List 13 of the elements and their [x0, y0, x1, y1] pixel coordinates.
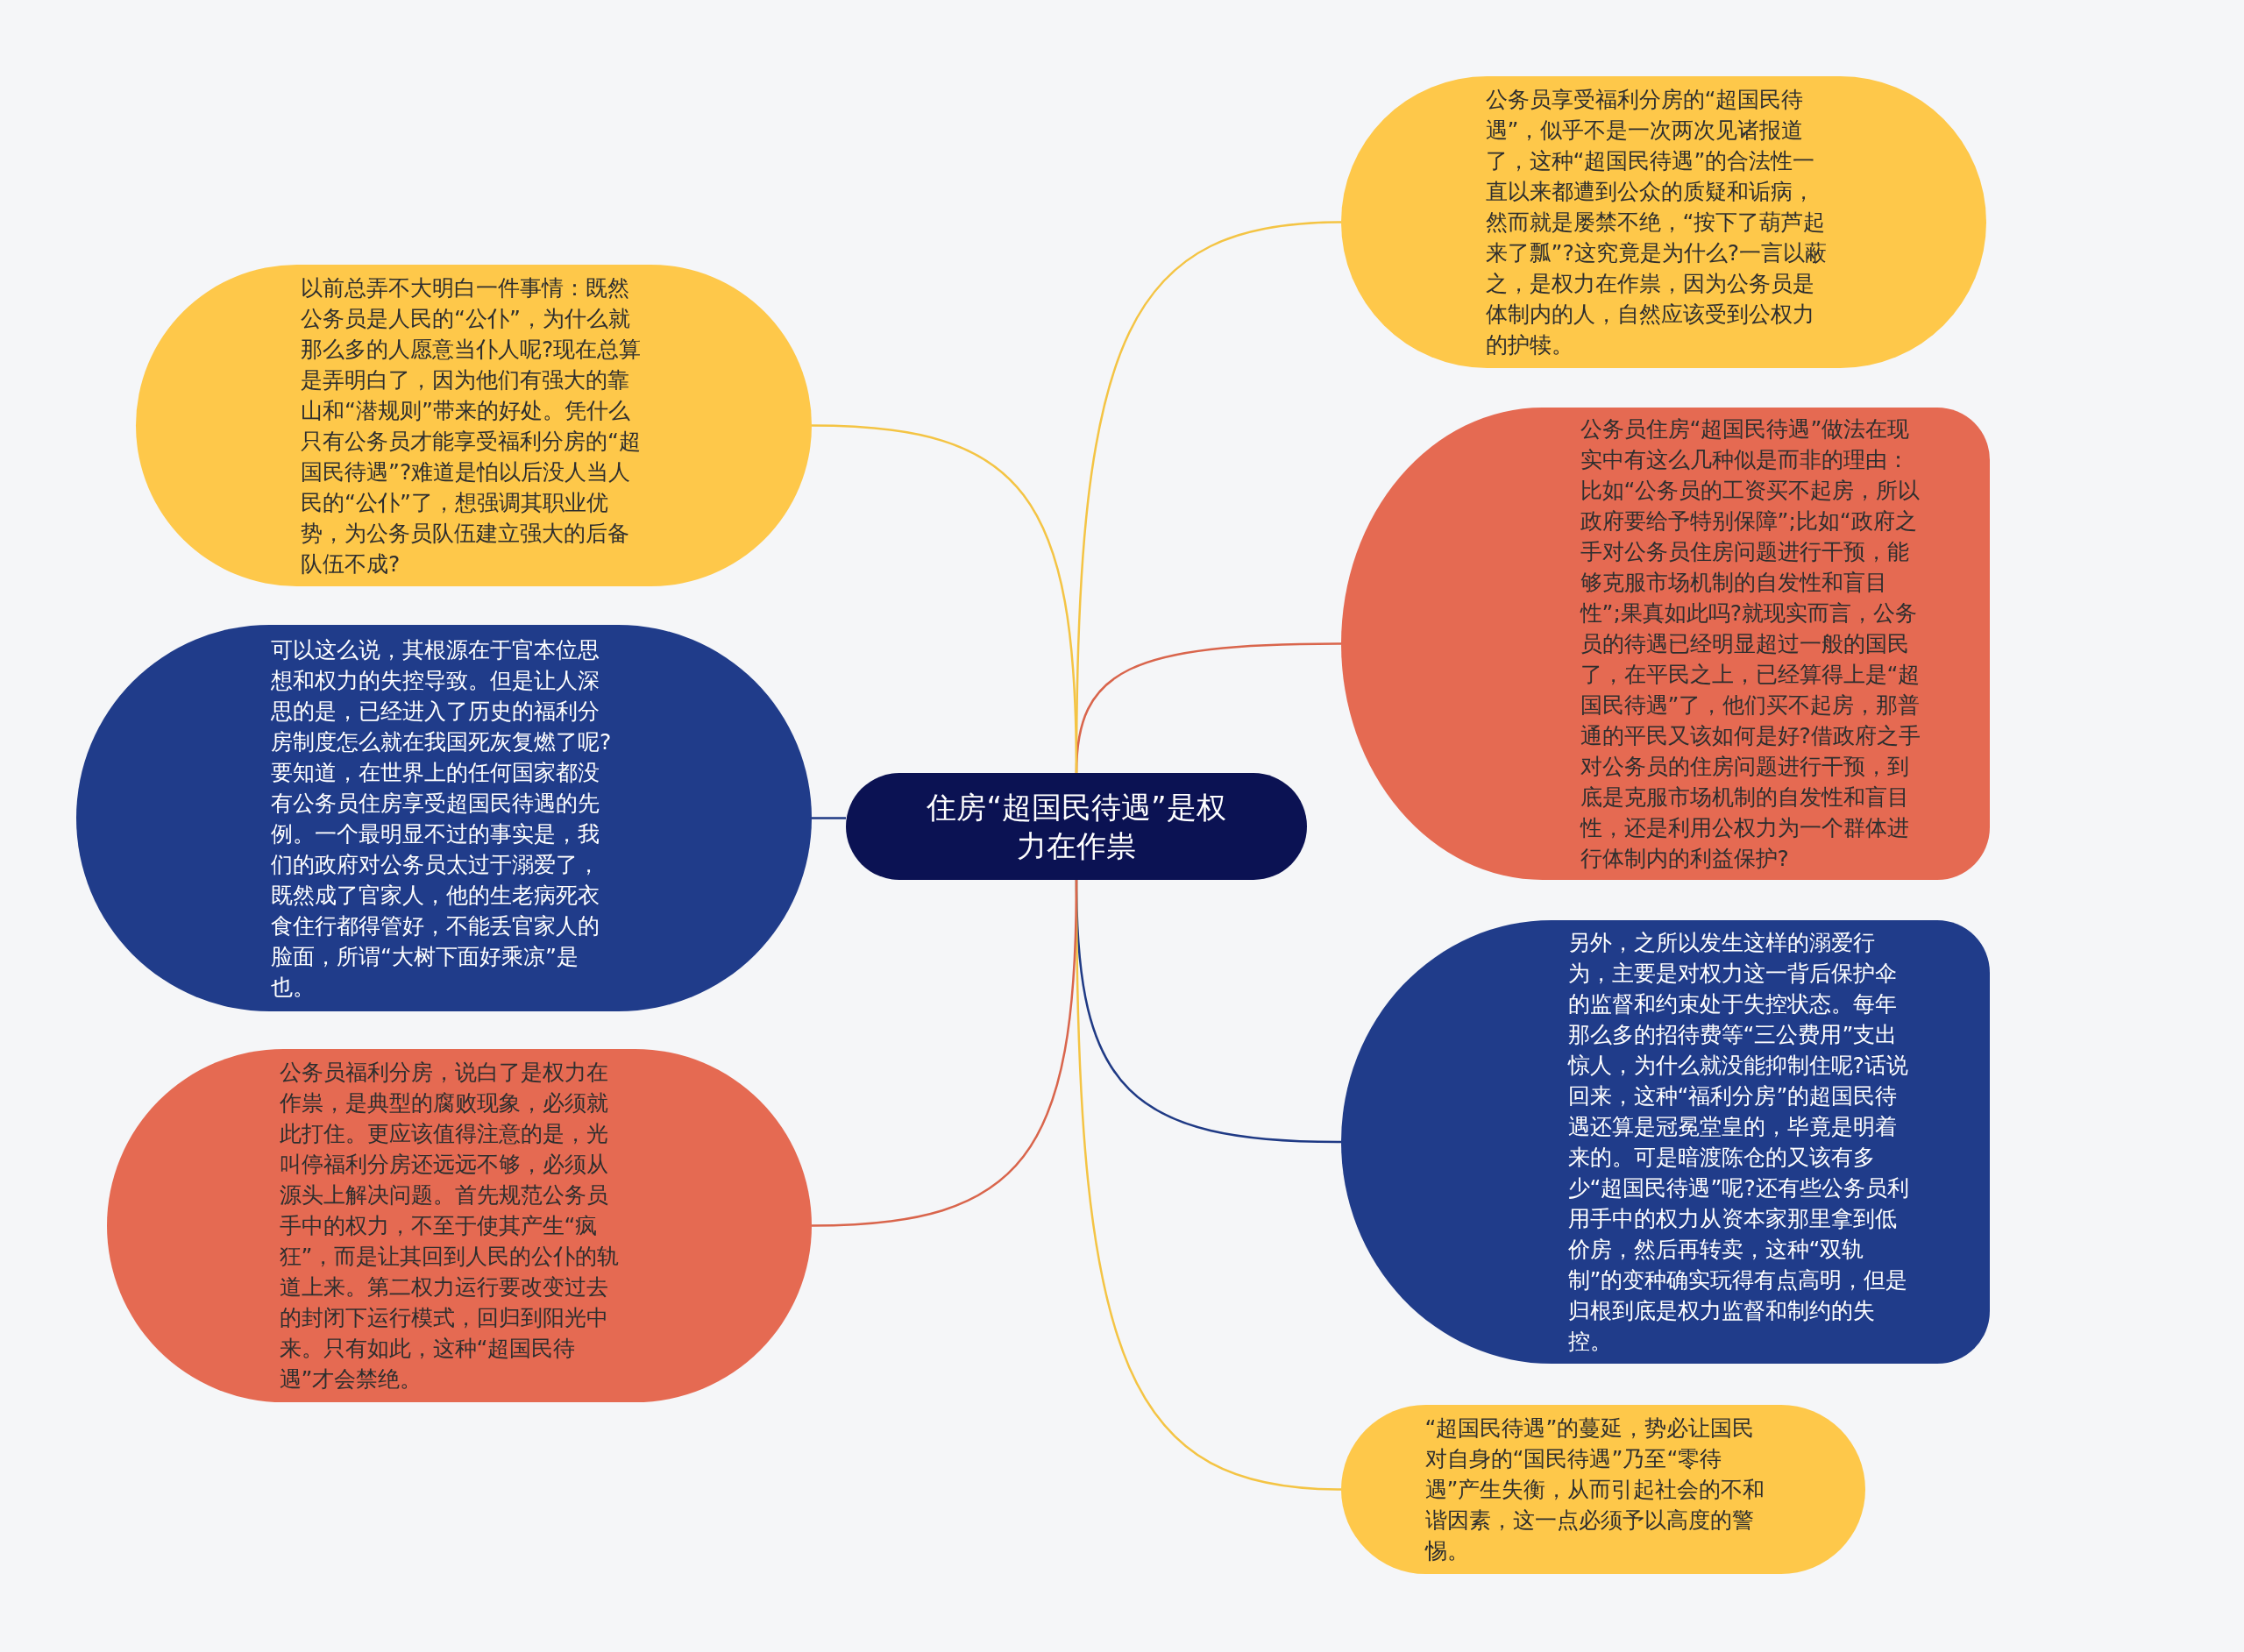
topic-text: 以前总弄不大明白一件事情：既然公务员是人民的“公仆”，为什么就那么多的人愿意当仆人呢?现在总算是弄明白了，因为他们有强大的靠山和“潜规则”带来的好处。凭什么只有公务员才能享受福利分房的“超国民待遇”?难道是怕以后没人当人民的“公仆”了，想强调其职业优势，为公务员队伍建立强大的后备队伍不成?	[301, 273, 643, 578]
topic-text: 公务员住房“超国民待遇”做法在现实中有这么几种似是而非的理由：比如“公务员的工资买不起房，所以政府要给予特别保障”;比如“政府之手对公务员住房问题进行干预，能够克服市场机制的自发性和盲目性”;果真如此吗?就现实而言，公务员的待遇已经明显超过一般的国民了，在平民之上，已经算得上是“超国民待遇”了，他们买不起房，那普通的平民又该如何是好?借政府之手对公务员的住房问题进行干预，到底是克服市场机制的自发性和盲目性，还是利用公权力为一个群体进行体制内的利益保护?	[1580, 415, 1921, 873]
connector-curve	[811, 879, 1078, 1227]
topic-text: 可以这么说，其根源在于官本位思想和权力的失控导致。但是让人深思的是，已经进入了历史的福利分房制度怎么就在我国死灰复燃了呢?要知道，在世界上的任何国家都没有公务员住房享受超国民待遇的先例。一个最明显不过的事实是，我们的政府对公务员太过于溺爱了，既然成了官家人，他的生老病死衣食住行都得管好，不能丢官家人的脸面，所谓“大树下面好乘凉”是也。	[271, 635, 613, 1002]
topic-pill	[1341, 408, 1990, 880]
topic-text: 公务员福利分房，说白了是权力在作祟，是典型的腐败现象，必须就此打住。更应该值得注意的是，光叫停福利分房还远远不够，必须从源头上解决问题。首先规范公务员手中的权力，不至于使其产生“疯狂”，而是让其回到人民的公仆的轨道上来。第二权力运行要改变过去的封闭下运行模式，回归到阳光中来。只有如此，这种“超国民待遇”才会禁绝。	[279, 1059, 621, 1393]
connector-curve	[811, 424, 1078, 774]
central-topic-text: 住房“超国民待遇”是权力在作祟	[926, 789, 1227, 865]
topic-text: “超国民待遇”的蔓延，势必让国民对自身的“国民待遇”乃至“零待遇”产生失衡，从而引起社会的不和谐因素，这一点必须予以高度的警惕。	[1424, 1414, 1766, 1565]
topic-text: 公务员享受福利分房的“超国民待遇”，似乎不是一次两次见诸报道了，这种“超国民待遇”的合法性一直以来都遭到公众的质疑和诟病，然而就是屡禁不绝，“按下了葫芦起来了瓢”?这究竟是为什么?一言以蔽之，是权力在作祟，因为公务员是体制内的人，自然应该受到公权力的护犊。	[1485, 86, 1828, 359]
topic-pill	[1341, 920, 1990, 1364]
topic-text: 另外，之所以发生这样的溺爱行为，主要是对权力这一背后保护伞的监督和约束处于失控状态。每年那么多的招待费等“三公费用”支出惊人，为什么就没能抑制住呢?话说回来，这种“福利分房”的超国民待遇还算是冠冕堂皇的，毕竟是明着来的。可是暗渡陈仓的又该有多少“超国民待遇”呢?还有些公务员利用手中的权力从资本家那里拿到低价房，然后再转卖，这种“双轨制”的变种确实玩得有点高明，但是归根到底是权力监督和制约的失控。	[1567, 929, 1910, 1356]
connector-curve	[812, 817, 846, 819]
